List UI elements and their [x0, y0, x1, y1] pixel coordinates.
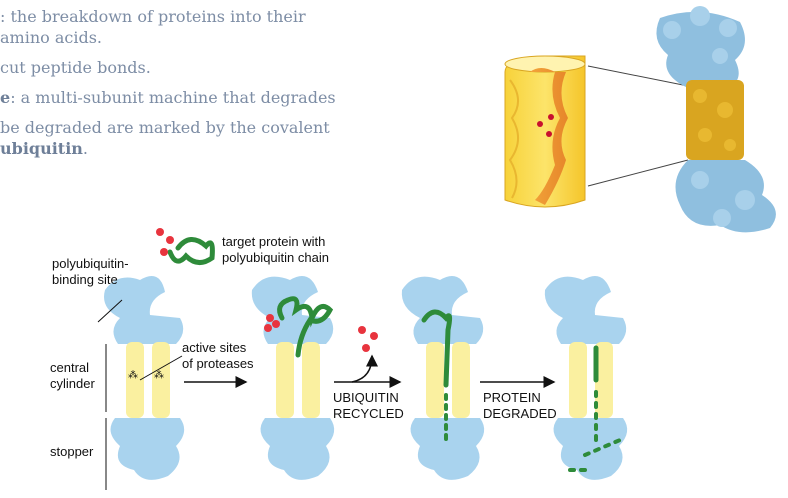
text-line-proteolysis: : the breakdown of proteins into their — [0, 7, 306, 26]
active-site-marker-1: ⁂ — [128, 370, 138, 381]
label-ubiquitin-recycled-2: RECYCLED — [333, 406, 404, 421]
label-ubiquitin-recycled-1: UBIQUITIN — [333, 390, 399, 405]
proteasome-stage-1: ⁂ ⁂ — [97, 276, 185, 480]
label-active-sites-1: active sites — [182, 340, 247, 355]
bold-fragment-e: e — [0, 88, 11, 107]
bold-fragment-ubiquitin: ubiquitin — [0, 139, 83, 158]
label-target-protein-2: polyubiquitin chain — [222, 250, 329, 265]
label-binding-site-2: binding site — [52, 272, 118, 287]
target-protein-illustration — [156, 228, 215, 265]
label-binding-site-1: polyubiquitin- — [52, 256, 129, 271]
proteasome-3d-model — [656, 6, 776, 233]
label-target-protein-1: target protein with — [222, 234, 325, 249]
proteasome-stage-4 — [544, 276, 628, 480]
proteasome-stage-3 — [358, 276, 485, 480]
text-line-ubiquitin: ubiquitin. — [0, 138, 430, 159]
proteasome-cutaway-illustration — [504, 55, 689, 208]
label-protein-degraded-2: DEGRADED — [483, 406, 557, 421]
label-active-sites-2: of proteases — [182, 356, 254, 371]
proteasome-stage-2 — [251, 276, 335, 480]
active-site-marker-2: ⁂ — [154, 370, 164, 381]
text-fragment-machine: : a multi-subunit machine that degrades — [10, 88, 336, 107]
label-protein-degraded-1: PROTEIN — [483, 390, 541, 405]
text-line-proteasome: e: a multi-subunit machine that degrades — [0, 87, 430, 108]
text-line-degraded-marked: be degraded are marked by the covalent — [0, 118, 330, 137]
label-stopper: stopper — [50, 444, 94, 459]
label-central-cylinder-2: cylinder — [50, 376, 95, 391]
text-line-peptide-bonds: cut peptide bonds. — [0, 58, 151, 77]
arrow-ubiquitin-recycled — [351, 354, 378, 383]
text-fragment-period: . — [82, 139, 88, 158]
text-line-amino-acids: amino acids. — [0, 28, 103, 47]
slide-text-block: : the breakdown of proteins into their a… — [0, 6, 430, 159]
label-central-cylinder-1: central — [50, 360, 89, 375]
